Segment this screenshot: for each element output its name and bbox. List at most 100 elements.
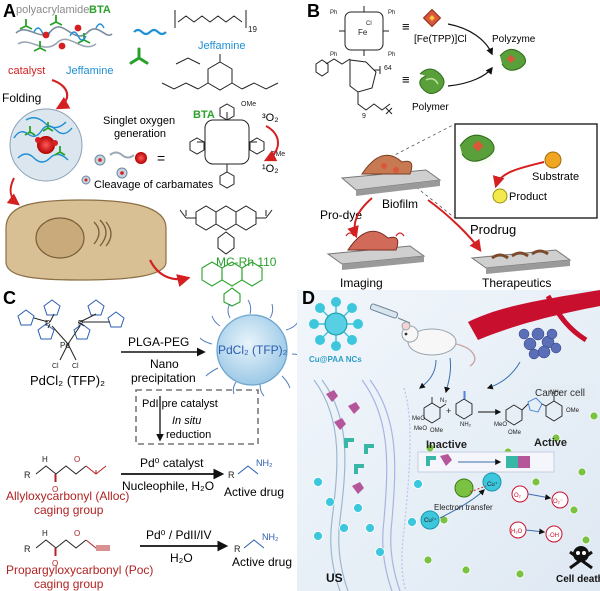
superoxide-label: O₂⁻ xyxy=(553,499,563,505)
ome-label-active: OMe xyxy=(508,430,522,436)
meo-label-1: MeO xyxy=(412,416,425,422)
fe-cl-label: Cl xyxy=(366,21,372,27)
polymer-to-polyzyme-arrow xyxy=(447,66,493,87)
meo-label-active: MeO xyxy=(494,422,507,428)
ome-label-inactive: OMe xyxy=(430,428,444,434)
plus-sign: + xyxy=(446,406,451,416)
panel-b: B Fe Cl Ph Ph Ph Ph ≡ [Fe(TPP)]Cl 64 9 ≡ xyxy=(307,1,598,290)
poc-structure xyxy=(35,539,110,556)
o-label-poc-1: O xyxy=(52,559,58,568)
singlet-oxygen-line2: generation xyxy=(114,128,166,140)
h-label-poc: H xyxy=(42,529,48,538)
equiv-sign-bottom: ≡ xyxy=(402,72,410,87)
o-label-alloc-1: O xyxy=(52,485,58,494)
cu-paa-caption: Cu@PAA NCs xyxy=(309,355,362,364)
o-label-poc-2: O xyxy=(74,529,80,538)
jeffamine-label-right: Jeffamine xyxy=(198,40,246,52)
ph-label-3: Ph xyxy=(330,52,337,58)
equals-sign: = xyxy=(157,150,165,166)
active-molecule xyxy=(505,395,563,426)
panel-c: C P P Pd Cl Cl PdCl₂ (TFP)₂ PLGA-PEG Nan… xyxy=(3,288,305,591)
panel-b-letter: B xyxy=(307,1,320,21)
polymer-chain-icon xyxy=(15,15,113,52)
cu2-label: Cu²⁺ xyxy=(424,517,437,524)
imaging-slab xyxy=(326,230,426,270)
r-label-poc: R xyxy=(24,544,31,554)
electron-transfer-zone xyxy=(420,472,502,530)
delivery-arrow-1 xyxy=(419,359,437,389)
therapeutics-slab xyxy=(470,249,572,274)
nh2-label-2: NH₂ xyxy=(262,532,279,542)
polyacrylamide-label: polyacrylamide xyxy=(16,4,89,16)
active-drug-label-2: Active drug xyxy=(232,555,292,569)
singlet-o2-label: ¹O₂ xyxy=(262,163,279,175)
catalyst-label: catalyst xyxy=(8,65,45,77)
h2o-label: H₂O xyxy=(170,551,193,565)
alloc-structure xyxy=(35,465,107,482)
mouse-icon xyxy=(401,321,476,367)
panel-c-letter: C xyxy=(3,288,16,308)
oxygen-arrow xyxy=(263,125,279,162)
catalyst-fragments xyxy=(344,438,374,474)
zoom-box-content xyxy=(458,128,562,204)
pd0-pd2-label: Pd⁰ / PdII/IV xyxy=(146,528,212,542)
h2o-ros-label: H₂O xyxy=(511,529,523,535)
jeffamine-structure xyxy=(174,10,247,28)
cell-membranes xyxy=(313,379,411,591)
ph-label-1: Ph xyxy=(330,10,337,16)
panel-d: D Cu@PAA NCs xyxy=(297,288,600,591)
biofilm-slab xyxy=(340,154,442,196)
ome-label-active-2: OMe xyxy=(566,408,580,414)
fe-to-polyzyme-arrow xyxy=(447,23,494,56)
bta-structure xyxy=(161,54,279,91)
to-imaging-arrow xyxy=(347,197,373,239)
ome-label-right: OMe xyxy=(270,151,285,158)
alloc-group-label: caging group xyxy=(34,503,104,517)
r-label-alloc: R xyxy=(24,470,31,480)
cleavage-label: Cleavage of carbamates xyxy=(94,179,214,191)
prodye-label: Pro-dye xyxy=(320,208,362,222)
blood-vessel xyxy=(468,290,600,343)
active-drug-2-structure xyxy=(243,539,265,549)
repeat-count: 64 xyxy=(384,65,392,72)
nanoparticle-label: PdCl₂ (TFP)₂ xyxy=(218,343,288,357)
folded-nanoparticle xyxy=(9,108,83,182)
porphyrin-structure xyxy=(189,103,265,189)
pdcl2-tfp-label: PdCl₂ (TFP)₂ xyxy=(30,373,105,388)
bta-label-top: BTA xyxy=(89,4,111,16)
rhodamine-product xyxy=(201,261,263,307)
pdcl2-tfp-structure xyxy=(17,299,125,361)
in-situ-label: In situ xyxy=(172,415,201,427)
electron-transfer-label: Electron transfer xyxy=(434,503,493,512)
tumor-cluster xyxy=(518,327,562,360)
pd-pre-catalyst-label: PdIIpre catalyst xyxy=(142,398,218,410)
release-arrow xyxy=(149,259,191,287)
folding-arrow xyxy=(51,78,71,110)
photosensitizer-icon xyxy=(109,151,147,164)
reduction-label: reduction xyxy=(166,429,211,441)
o-label-alloc-2: O xyxy=(74,455,80,464)
fe-tpp-structure xyxy=(339,6,389,56)
fe-center-label: Fe xyxy=(358,28,368,37)
chain-count: 9 xyxy=(362,113,366,120)
skull-icon xyxy=(569,546,593,570)
zoom-connectors xyxy=(384,123,456,219)
cu-plus-label: Cu⁺ xyxy=(487,481,498,488)
ros-species xyxy=(509,485,569,543)
active-drug-1-structure xyxy=(237,465,259,475)
p-label-right: P xyxy=(78,319,83,328)
meo-label-2: MeO xyxy=(414,426,427,432)
cell-death-label: Cell death xyxy=(556,574,600,585)
azide-label: N₃ xyxy=(440,398,447,404)
h-label-alloc: H xyxy=(42,455,48,464)
ph-label-2: Ph xyxy=(388,10,395,16)
triplet-oxygen-label: ³O₂ xyxy=(262,112,279,124)
nano-label-1: Nano xyxy=(150,357,179,371)
panel-a-letter: A xyxy=(3,1,16,21)
amine-label-1: NH₂ xyxy=(460,422,472,428)
cancer-cell-label-bg xyxy=(530,384,598,400)
pd0-catalyst-label: Pd⁰ catalyst xyxy=(140,456,204,470)
fe-tpp-icon xyxy=(422,8,442,28)
poc-label: Propargyloxycarbonyl (Poc) xyxy=(6,563,153,577)
